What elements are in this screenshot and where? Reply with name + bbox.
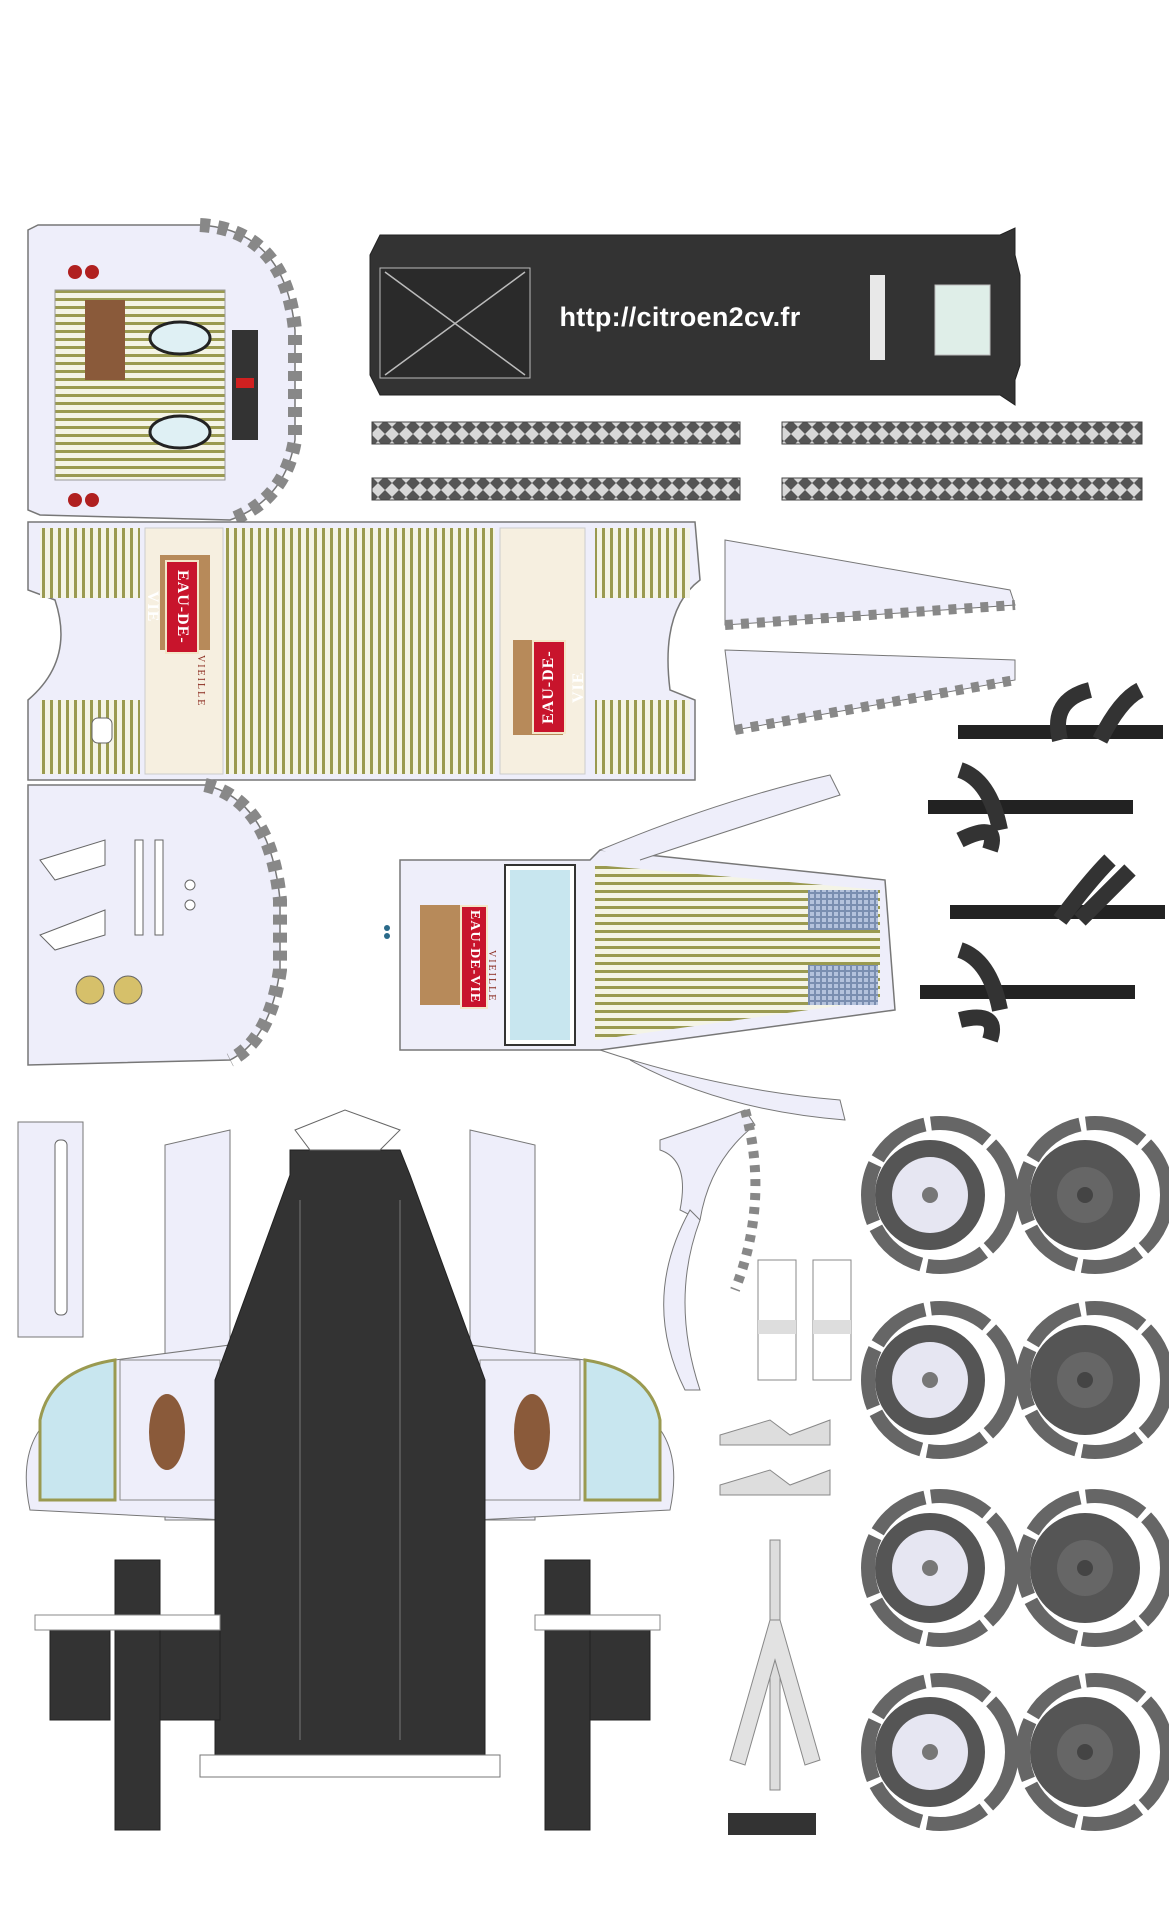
watermark-url: http://citroen2cv.fr [559, 302, 801, 332]
floor-panel [27, 778, 287, 1067]
door-strip [17, 1121, 84, 1338]
label-brand-right: EAU-DE-VIE [532, 640, 587, 734]
tread-strips [371, 421, 1143, 501]
body-shell [25, 1109, 675, 1778]
seat-blocks [34, 1559, 661, 1831]
wheel-2 [1016, 1116, 1169, 1274]
axle-parts [920, 682, 1165, 1043]
wheel-1 [861, 1116, 1019, 1274]
wheel-3 [861, 1301, 1019, 1459]
label-sub-left: VIEILLE [195, 655, 206, 708]
wheel-4 [1016, 1301, 1169, 1459]
rear-panel [27, 218, 302, 527]
fender-pieces [724, 539, 1016, 735]
wheels [861, 1116, 1169, 1831]
wheel-7 [861, 1673, 1019, 1831]
chassis-plate [369, 227, 1021, 406]
curved-braces [659, 1108, 761, 1391]
wheel-8 [1016, 1673, 1169, 1831]
label-sub-hood: VIEILLE [486, 950, 497, 1003]
ribbed-body-panel [27, 521, 701, 781]
label-brand-left: EAU-DE-VIE [144, 560, 199, 654]
wheel-5 [861, 1489, 1019, 1647]
wheel-6 [1016, 1489, 1169, 1647]
small-hardware [719, 1259, 852, 1835]
label-brand-hood: EAU-DE-VIE [460, 905, 488, 1009]
hood-front-panel [384, 774, 896, 1121]
